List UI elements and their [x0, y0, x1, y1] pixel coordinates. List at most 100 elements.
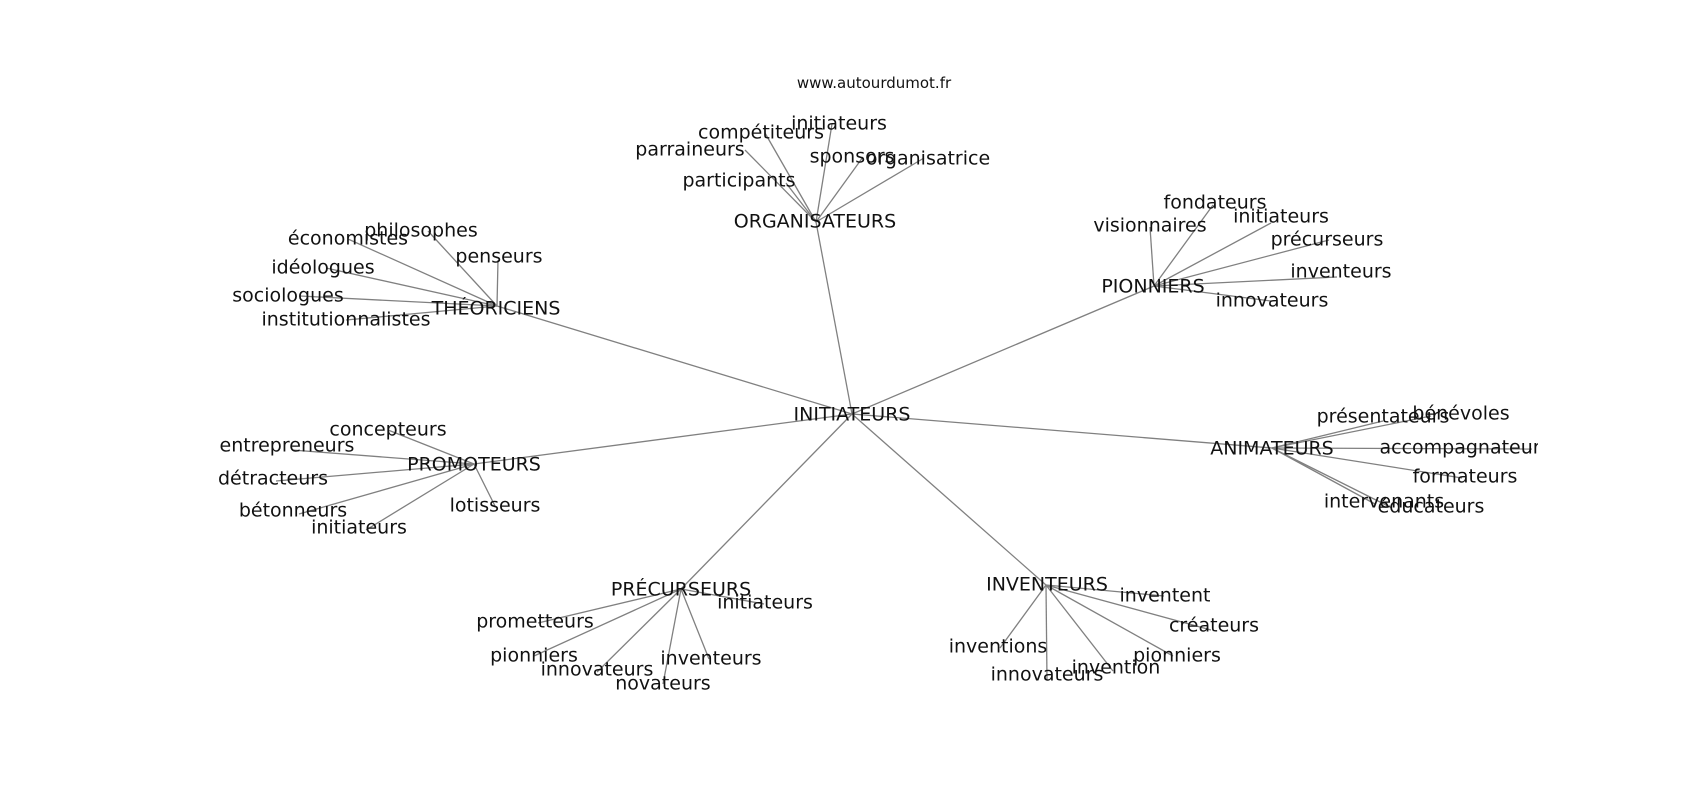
site-watermark: www.autourdumot.fr: [797, 74, 952, 92]
leaf-label: penseurs: [455, 246, 542, 268]
leaf-label: bétonneurs: [239, 500, 347, 522]
leaf-label: innovateurs: [541, 659, 654, 681]
leaf-label: bénévoles: [1412, 403, 1509, 425]
leaf-label: institutionnalistes: [261, 309, 430, 331]
leaf-label: invention: [1072, 657, 1161, 679]
leaf-label: prometteurs: [476, 611, 594, 633]
edge-h3-leaf-0: [1153, 204, 1214, 287]
leaf-label: initiateurs: [791, 113, 887, 135]
leaf-label: formateurs: [1413, 466, 1518, 488]
edge-h4-leaf-4: [365, 463, 475, 531]
edge-h3-leaf-2: [1149, 226, 1155, 287]
edge-h7-leaf-3: [1045, 584, 1174, 657]
edge-h6-leaf-0: [680, 588, 765, 605]
center-label: INITIATEURS: [794, 404, 911, 426]
leaf-label: participants: [682, 170, 795, 192]
edge-h7-leaf-2: [999, 584, 1047, 649]
edge-h1-leaf-5: [785, 182, 817, 223]
hub-label: PROMOTEURS: [407, 454, 541, 476]
hub-label: ORGANISATEURS: [734, 211, 896, 233]
leaf-label: créateurs: [1169, 615, 1259, 637]
edge-h2-leaf-0: [427, 230, 498, 307]
leaf-label: compétiteurs: [698, 122, 824, 144]
edge-h2-leaf-2: [496, 259, 499, 307]
edge-center-to-h1: [815, 221, 853, 415]
leaf-label: inventeurs: [660, 648, 761, 670]
edge-h5-leaf-2: [1271, 447, 1533, 450]
leaf-label: intervenants: [1324, 491, 1444, 513]
leaf-label: fondateurs: [1164, 192, 1267, 214]
leaf-label: sponsors: [810, 146, 895, 168]
leaf-label: inventeurs: [1290, 261, 1391, 283]
leaf-label: accompagnateurs: [1379, 437, 1550, 459]
edge-center-to-h4: [473, 413, 853, 465]
edges-layer: [275, 123, 1533, 685]
edge-h6-leaf-2: [533, 588, 682, 657]
edge-center-to-h7: [851, 413, 1047, 586]
leaf-label: novateurs: [615, 673, 710, 695]
edge-h7-leaf-1: [1045, 584, 1212, 631]
edge-h2-leaf-5: [345, 305, 498, 321]
leaf-label: idéologues: [271, 257, 374, 279]
leaf-label: innovateurs: [991, 664, 1104, 686]
edge-h2-leaf-4: [299, 295, 498, 307]
leaf-label: visionnaires: [1093, 215, 1206, 237]
edge-h3-leaf-5: [1153, 285, 1272, 302]
leaf-label: inventions: [949, 636, 1048, 658]
edge-h4-leaf-2: [275, 463, 475, 482]
hub-label: INVENTEURS: [986, 574, 1108, 596]
leaf-label: initiateurs: [1233, 206, 1329, 228]
leaf-label: parraineurs: [635, 139, 744, 161]
leaf-label: lotisseurs: [450, 495, 541, 517]
leaf-label: précurseurs: [1271, 229, 1384, 251]
edge-h1-leaf-0: [764, 132, 817, 223]
edge-h5-leaf-5: [1271, 447, 1393, 509]
leaf-label: éducateurs: [1378, 496, 1485, 518]
edge-h2-leaf-1: [347, 238, 498, 307]
edge-h3-leaf-1: [1153, 222, 1272, 287]
edge-h4-leaf-3: [298, 463, 475, 515]
leaf-label: innovateurs: [1216, 290, 1329, 312]
edge-h5-leaf-3: [1271, 447, 1463, 479]
edge-h5-leaf-1: [1271, 415, 1432, 449]
leaf-label: initiateurs: [311, 517, 407, 539]
edge-h1-leaf-1: [815, 123, 833, 223]
edge-h4-leaf-5: [473, 463, 496, 507]
leaf-label: pionniers: [1133, 645, 1221, 667]
edge-center-to-h5: [851, 413, 1273, 449]
edge-h3-leaf-3: [1153, 239, 1330, 287]
leaf-label: initiateurs: [717, 592, 813, 614]
edge-h4-leaf-0: [387, 429, 475, 465]
hub-label: ANIMATEURS: [1210, 438, 1334, 460]
edge-h7-leaf-5: [1045, 584, 1048, 681]
edge-h7-leaf-0: [1045, 584, 1165, 597]
edge-h6-leaf-5: [662, 588, 682, 685]
edge-h5-leaf-0: [1271, 420, 1384, 449]
leaf-label: organisatrice: [866, 148, 990, 170]
edge-h6-leaf-3: [680, 588, 710, 660]
leaf-label: présentateurs: [1317, 406, 1450, 428]
edge-h6-leaf-4: [596, 588, 682, 673]
leaf-label: sociologues: [232, 285, 343, 307]
edge-center-to-h6: [680, 413, 853, 590]
edge-h7-leaf-4: [1045, 584, 1114, 672]
edge-h5-leaf-4: [1271, 447, 1376, 505]
leaf-label: pionniers: [490, 645, 578, 667]
leaf-label: détracteurs: [218, 468, 328, 490]
hub-label: PRÉCURSEURS: [611, 578, 751, 601]
edge-h1-leaf-4: [815, 157, 925, 223]
edge-center-to-h3: [851, 285, 1155, 415]
edge-h1-leaf-3: [815, 156, 864, 223]
edge-h1-leaf-2: [744, 149, 817, 223]
leaf-label: philosophes: [364, 220, 478, 242]
hub-label: PIONNIERS: [1101, 276, 1204, 298]
edge-center-to-h2: [496, 305, 853, 415]
hub-label: THÉORICIENS: [431, 297, 561, 320]
leaf-label: inventent: [1120, 585, 1211, 607]
edge-h6-leaf-1: [537, 588, 682, 624]
edge-h3-leaf-4: [1153, 276, 1338, 287]
edge-h2-leaf-3: [325, 267, 498, 307]
leaf-label: concepteurs: [329, 419, 446, 441]
